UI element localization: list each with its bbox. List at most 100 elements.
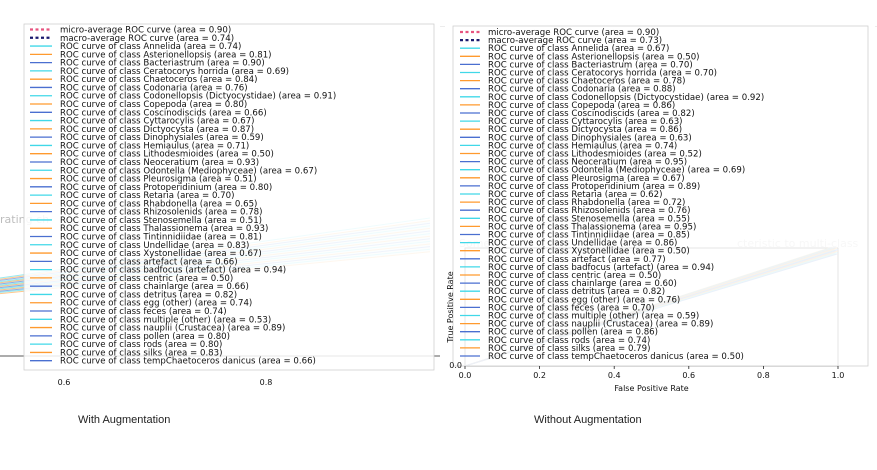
left-legend-entry: ROC curve of class Undellidae (area = 0.… [60,241,249,251]
left-legend-entry: ROC curve of class Stenosemella (area = … [60,216,262,226]
right-y-axis-label: True Positive Rate [446,271,455,343]
left-legend-entry: ROC curve of class Dinophysiales (area =… [60,133,264,143]
right-legend-entry: ROC curve of class centric (area = 0.50) [488,271,661,281]
right-legend-entry: ROC curve of class Neoceratium (area = 0… [488,158,687,168]
left-legend-entry: ROC curve of class centric (area = 0.50) [60,274,233,284]
left-legend-entry: ROC curve of class multiple (other) (are… [60,315,271,325]
right-legend-entry: ROC curve of class Thalassionema (area =… [488,222,696,232]
left-legend-entry: ROC curve of class detritus (area = 0.82… [60,290,237,300]
right-legend-entry: macro-average ROC curve (area = 0.73) [488,36,662,46]
left-legend-entry: ROC curve of class Xystonellidae (area =… [60,249,262,259]
left-chart-panel: rating chmicro-average ROC curve (area =… [0,20,440,385]
right-x-tick-label: 0.4 [608,371,621,380]
left-legend-entry: ROC curve of class Protoperidinium (area… [60,183,272,193]
right-legend-entry: ROC curve of class Chaetoceros (area = 0… [488,77,685,87]
right-legend-entry: ROC curve of class chainlarge (area = 0.… [488,279,677,289]
left-legend-entry: ROC curve of class Copepoda (area = 0.80… [60,100,247,110]
left-legend-entry: ROC curve of class Annelida (area = 0.74… [60,42,241,52]
right-legend-entry: ROC curve of class Ceratocorys horrida (… [488,69,717,79]
right-legend-entry: ROC curve of class Lithodesmioides (area… [488,150,702,160]
right-legend: micro-average ROC curve (area = 0.90)mac… [460,28,764,362]
right-x-tick-label: 1.0 [832,371,845,380]
right-legend-entry: ROC curve of class Stenosemella (area = … [488,214,690,224]
left-legend-entry: ROC curve of class Bacteriastrum (area =… [60,59,265,69]
left-legend-entry: micro-average ROC curve (area = 0.90) [60,26,231,36]
left-legend-entry: ROC curve of class artefact (area = 0.66… [60,257,238,267]
left-legend: micro-average ROC curve (area = 0.90)mac… [30,26,336,367]
right-legend-entry: ROC curve of class Bacteriastrum (area =… [488,60,693,70]
left-legend-entry: ROC curve of class Codonellopsis (Dictyo… [60,92,336,102]
right-x-tick-label: 0.0 [459,371,472,380]
right-legend-entry: ROC curve of class Coscinodiscids (area … [488,109,695,119]
left-legend-entry: ROC curve of class Hemiaulus (area = 0.7… [60,141,249,151]
right-legend-entry: ROC curve of class artefact (area = 0.77… [488,255,666,265]
left-legend-entry: ROC curve of class rods (area = 0.80) [60,340,222,350]
caption-with-augmentation: With Augmentation [78,414,171,426]
left-legend-entry: macro-average ROC curve (area = 0.74) [60,34,234,44]
right-y-tick-label: 0.0 [449,361,462,370]
left-legend-entry: ROC curve of class Chaetoceros (area = 0… [60,75,257,85]
left-legend-entry: ROC curve of class Odontella (Mediophyce… [60,166,317,176]
right-chart-panel: Somecteristic to multi-classmicro-averag… [445,20,875,395]
right-legend-entry: ROC curve of class Rhabdonella (area = 0… [488,198,685,208]
left-legend-entry: ROC curve of class badfocus (artefact) (… [60,266,286,276]
right-legend-entry: micro-average ROC curve (area = 0.90) [488,28,659,38]
left-x-tick-label: 0.8 [260,378,273,385]
right-legend-entry: ROC curve of class Codonaria (area = 0.8… [488,85,676,95]
left-legend-entry: ROC curve of class Codonaria (area = 0.7… [60,83,248,93]
right-legend-entry: ROC curve of class Xystonellidae (area =… [488,247,690,257]
right-legend-box [452,25,869,367]
left-legend-entry: ROC curve of class nauplii (Crustacea) (… [60,324,285,334]
right-legend-entry: ROC curve of class Codonellopsis (Dictyo… [488,93,764,103]
left-x-tick-label: 0.6 [58,378,71,385]
right-legend-entry: ROC curve of class egg (other) (area = 0… [488,295,680,305]
left-legend-entry: ROC curve of class Lithodesmioides (area… [60,150,274,160]
left-legend-entry: ROC curve of class Asterionellopsis (are… [60,50,272,60]
left-legend-entry: ROC curve of class Thalassionema (area =… [60,224,268,234]
left-legend-entry: ROC curve of class Rhabdonella (area = 0… [60,199,257,209]
right-legend-entry: ROC curve of class badfocus (artefact) (… [488,263,714,273]
left-roc-chart: rating chmicro-average ROC curve (area =… [0,23,440,385]
caption-without-augmentation: Without Augmentation [534,414,642,426]
left-legend-entry: ROC curve of class chainlarge (area = 0.… [60,282,249,292]
right-x-tick-label: 0.6 [682,371,695,380]
right-legend-entry: ROC curve of class nauplii (Crustacea) (… [488,320,713,330]
right-legend-entry: ROC curve of class tempChaetoceros danic… [488,352,744,362]
right-legend-entry: ROC curve of class Odontella (Mediophyce… [488,166,745,176]
right-legend-entry: ROC curve of class pollen (area = 0.86) [488,328,658,338]
right-legend-entry: ROC curve of class Protoperidinium (area… [488,182,700,192]
left-legend-entry: ROC curve of class Pleurosigma (area = 0… [60,175,257,185]
right-legend-entry: ROC curve of class Dinophysiales (area =… [488,133,692,143]
right-legend-entry: ROC curve of class silks (area = 0.79) [488,344,650,354]
right-x-tick-label: 0.2 [533,371,546,380]
right-legend-entry: ROC curve of class Copepoda (area = 0.86… [488,101,675,111]
right-roc-chart: Somecteristic to multi-classmicro-averag… [446,25,869,393]
left-legend-entry: ROC curve of class silks (area = 0.83) [60,348,222,358]
left-legend-entry: ROC curve of class Tintinnidiidae (area … [60,233,262,243]
right-legend-entry: ROC curve of class Hemiaulus (area = 0.7… [488,141,677,151]
left-legend-entry: ROC curve of class Neoceratium (area = 0… [60,158,259,168]
right-x-tick-label: 0.8 [757,371,770,380]
right-legend-entry: ROC curve of class Retaria (area = 0.62) [488,190,662,200]
left-legend-entry: ROC curve of class Cyttarocylis (area = … [60,117,255,127]
left-legend-entry: ROC curve of class pollen (area = 0.80) [60,332,230,342]
left-legend-entry: ROC curve of class tempChaetoceros danic… [60,357,316,367]
left-legend-entry: ROC curve of class feces (area = 0.74) [60,307,227,317]
left-legend-entry: ROC curve of class Coscinodiscids (area … [60,108,267,118]
right-legend-entry: ROC curve of class Tintinnidiidae (area … [488,231,690,241]
right-legend-entry: ROC curve of class Annelida (area = 0.67… [488,44,669,54]
right-legend-entry: ROC curve of class rods (area = 0.74) [488,336,650,346]
right-legend-entry: ROC curve of class Asterionellopsis (are… [488,52,700,62]
left-legend-entry: ROC curve of class Ceratocorys horrida (… [60,67,289,77]
right-legend-entry: ROC curve of class Rhizosolenids (area =… [488,206,691,216]
left-legend-entry: ROC curve of class Dictyocysta (area = 0… [60,125,254,135]
left-legend-entry: ROC curve of class Retaria (area = 0.70) [60,191,234,201]
right-legend-entry: ROC curve of class Cyttarocylis (area = … [488,117,683,127]
right-legend-entry: ROC curve of class Undellidae (area = 0.… [488,239,677,249]
left-legend-entry: ROC curve of class egg (other) (area = 0… [60,299,252,309]
right-legend-entry: ROC curve of class Pleurosigma (area = 0… [488,174,685,184]
right-legend-entry: ROC curve of class multiple (other) (are… [488,312,699,322]
left-legend-box [23,23,435,371]
right-legend-entry: ROC curve of class feces (area = 0.70) [488,303,655,313]
left-legend-entry: ROC curve of class Rhizosolenids (area =… [60,208,263,218]
